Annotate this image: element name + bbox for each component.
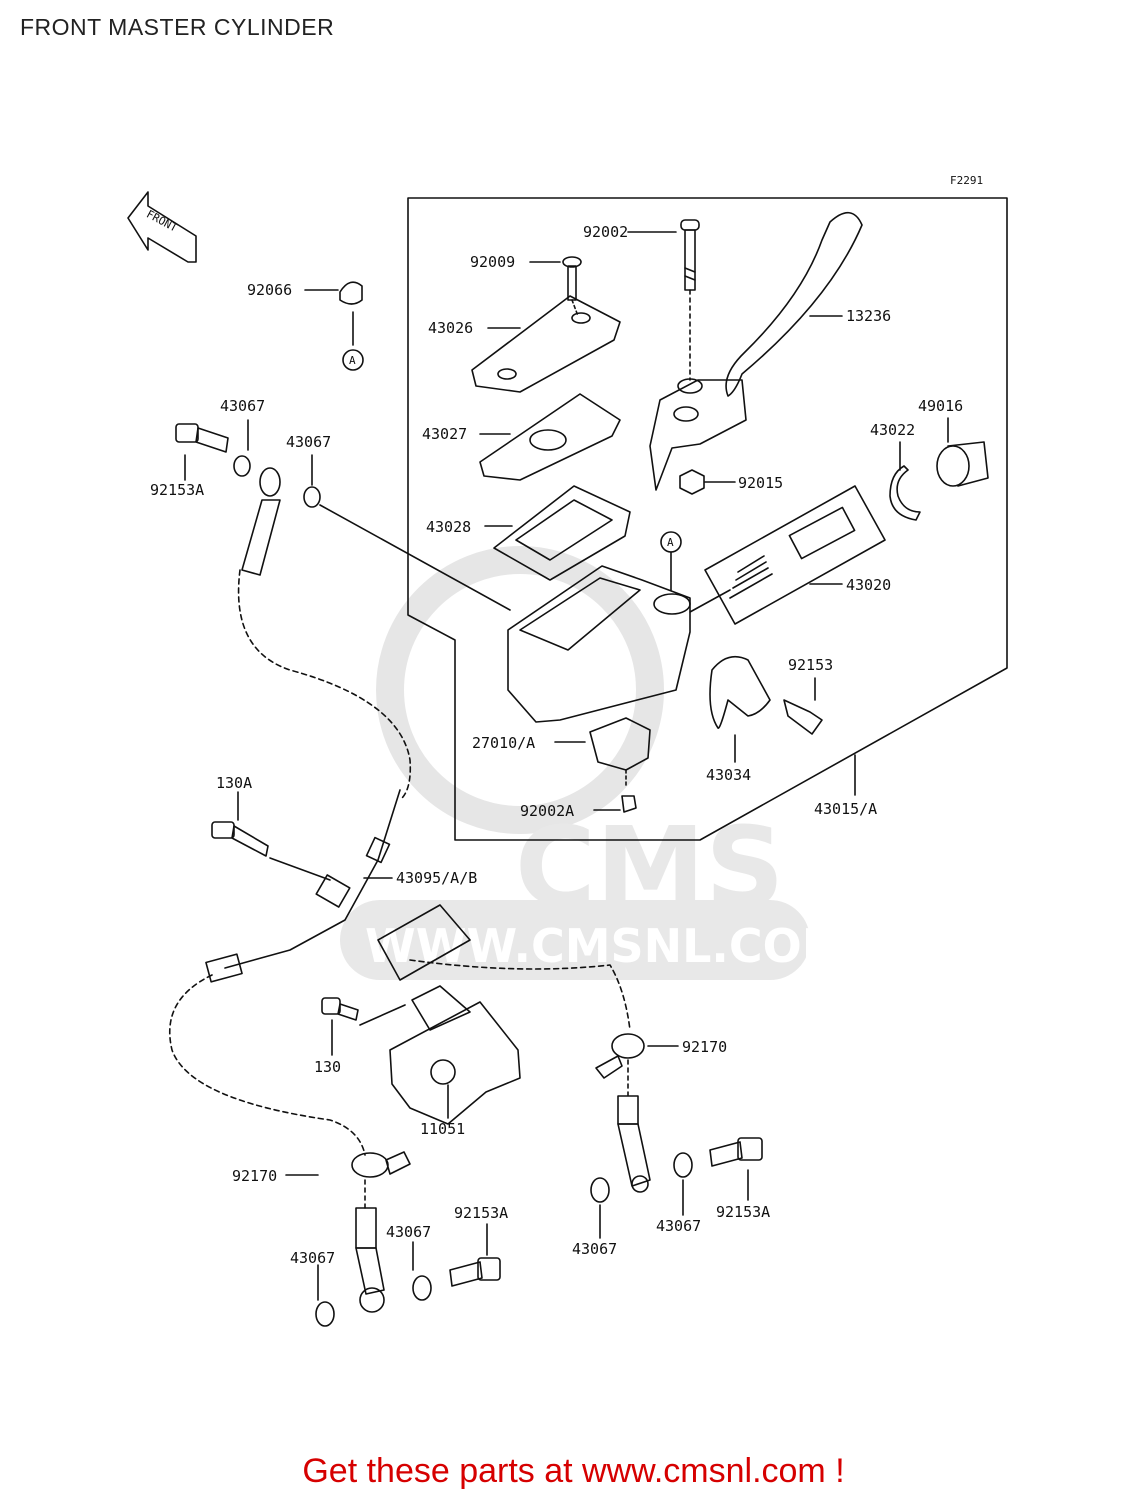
leader-lines bbox=[184, 231, 949, 1301]
label-92153a-a: 92153A bbox=[150, 481, 204, 499]
diaphragm-43028 bbox=[493, 485, 631, 581]
bolt-130a bbox=[211, 821, 269, 857]
banjo-top bbox=[241, 467, 281, 576]
cover-43026 bbox=[471, 295, 621, 393]
washer-43067-a bbox=[233, 455, 251, 477]
bolt-130 bbox=[321, 997, 359, 1021]
bolt-92153a-left bbox=[449, 1257, 501, 1287]
washer-43067-f bbox=[590, 1177, 610, 1203]
label-43020: 43020 bbox=[846, 576, 891, 594]
bolt-92153a-right bbox=[709, 1137, 763, 1167]
bolt-92002 bbox=[680, 219, 700, 381]
footer-link[interactable]: Get these parts at www.cmsnl.com ! bbox=[302, 1452, 845, 1490]
boot-49016 bbox=[936, 441, 989, 487]
label-130a: 130A bbox=[216, 774, 252, 792]
bolt-92153a-top bbox=[175, 423, 229, 453]
label-130: 130 bbox=[314, 1058, 341, 1076]
ref-a-left: A bbox=[349, 354, 356, 367]
label-92153: 92153 bbox=[788, 656, 833, 674]
washer-43067-e bbox=[673, 1152, 693, 1178]
label-92153a-b: 92153A bbox=[454, 1204, 508, 1222]
label-92015: 92015 bbox=[738, 474, 783, 492]
circlip-43022 bbox=[889, 465, 921, 521]
lever-13236 bbox=[649, 211, 863, 491]
label-43026: 43026 bbox=[428, 319, 473, 337]
clamp-43034 bbox=[709, 655, 771, 729]
watermark-brand: CMS bbox=[515, 803, 784, 931]
label-43028: 43028 bbox=[426, 518, 471, 536]
label-92170-a: 92170 bbox=[682, 1038, 727, 1056]
front-arrow: FRONT bbox=[127, 191, 197, 263]
watermark-url: WWW.CMSNL.COM bbox=[365, 919, 848, 973]
label-43015a: 43015/A bbox=[814, 800, 877, 818]
holder-11051 bbox=[377, 904, 521, 1125]
label-13236: 13236 bbox=[846, 307, 891, 325]
label-92009: 92009 bbox=[470, 253, 515, 271]
banjo-92170-left bbox=[351, 1151, 411, 1313]
callout-labels: 92002 92009 92066 13236 43026 43067 4306… bbox=[150, 223, 963, 1267]
watermark: CMS WWW.CMSNL.COM bbox=[340, 546, 848, 980]
label-49016: 49016 bbox=[918, 397, 963, 415]
label-43095ab: 43095/A/B bbox=[396, 869, 477, 887]
master-cylinder-body bbox=[507, 531, 691, 723]
label-43034: 43034 bbox=[706, 766, 751, 784]
washer-43067-c bbox=[315, 1301, 335, 1327]
label-43067-d: 43067 bbox=[290, 1249, 335, 1267]
screw-92009 bbox=[562, 256, 582, 317]
label-92002a: 92002A bbox=[520, 802, 574, 820]
page-title: FRONT MASTER CYLINDER bbox=[20, 14, 335, 40]
hose-43095 bbox=[168, 569, 631, 1156]
piston-kit-43020 bbox=[704, 485, 886, 625]
label-27010a: 27010/A bbox=[472, 734, 535, 752]
ref-a-right: A bbox=[667, 536, 674, 549]
label-92170-b: 92170 bbox=[232, 1167, 277, 1185]
label-92002: 92002 bbox=[583, 223, 628, 241]
label-43067-b: 43067 bbox=[286, 433, 331, 451]
label-43027: 43027 bbox=[422, 425, 467, 443]
label-11051: 11051 bbox=[420, 1120, 465, 1138]
washer-43067-d bbox=[412, 1275, 432, 1301]
label-43067-a: 43067 bbox=[220, 397, 265, 415]
label-43067-c: 43067 bbox=[386, 1223, 431, 1241]
plate-43027 bbox=[479, 393, 621, 481]
label-43067-e: 43067 bbox=[572, 1240, 617, 1258]
washer-43067-b bbox=[303, 486, 321, 508]
cap-92066 bbox=[339, 281, 364, 371]
switch-27010a bbox=[589, 717, 651, 813]
label-43067-f: 43067 bbox=[656, 1217, 701, 1235]
bolt-92153 bbox=[783, 699, 823, 735]
banjo-92170-right bbox=[595, 1033, 651, 1193]
label-43022: 43022 bbox=[870, 421, 915, 439]
figure-code: F2291 bbox=[950, 174, 983, 187]
front-arrow-label: FRONT bbox=[144, 208, 180, 235]
nut-92015 bbox=[679, 469, 705, 495]
label-92066: 92066 bbox=[247, 281, 292, 299]
label-92153a-c: 92153A bbox=[716, 1203, 770, 1221]
assembly-outline bbox=[407, 197, 1008, 841]
